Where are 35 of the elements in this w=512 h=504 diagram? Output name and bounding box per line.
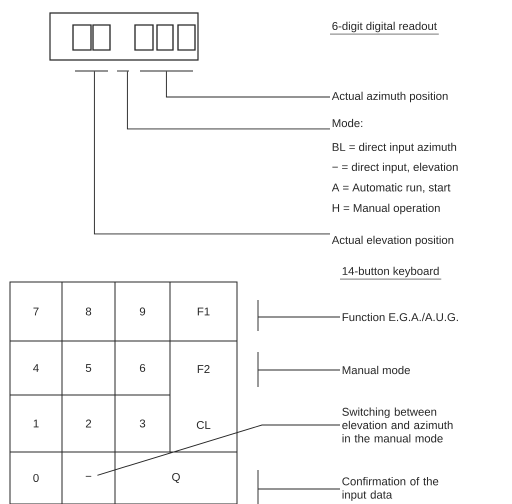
callout-text: Manual mode [342,366,410,374]
callout-text: Confirmation of the input data [342,477,438,501]
leader-line [258,470,340,504]
section-heading: 6-digit digital readout [330,22,440,34]
mode-description: A = Automatic run, start [332,183,450,193]
keypad-key: F2 CL [170,340,238,452]
leader-line [74,70,330,234]
callout-text: Function E.G.A./A.U.G. [342,312,458,322]
keypad-key: 0 [10,452,62,504]
keypad-key: 2 [62,394,116,452]
keypad-key: 5 [62,340,116,396]
section-heading: 14-button keyboard [340,266,442,280]
keypad-key: 7 [10,282,62,342]
callout-text: Actual azimuth position [332,92,448,102]
keypad-key: F1 [170,282,238,342]
digital-readout [49,12,199,61]
callout-text: Mode: [332,118,362,128]
callout-text: Actual elevation position [332,236,454,246]
keypad-key: − [62,452,116,504]
leader-line [258,300,340,332]
leader-line [116,70,330,130]
mode-description: H = Manual operation [332,204,440,214]
keypad-key: 4 [10,340,62,396]
leader-line [258,352,340,388]
mode-description: BL = direct input azimuth [332,142,456,154]
leader-line [96,424,340,476]
keypad-key: 1 [10,394,62,452]
mode-description: − = direct input, elevation [332,162,458,174]
keypad-key: 3 [114,394,170,452]
keypad-key: 8 [62,282,116,342]
callout-text: Switching between elevation and azimuth in the manual mode [342,408,453,442]
leader-line [140,70,330,98]
keypad-key: 9 [114,282,170,342]
keypad-key: Q [114,452,238,504]
keypad-key: 6 [114,340,170,396]
